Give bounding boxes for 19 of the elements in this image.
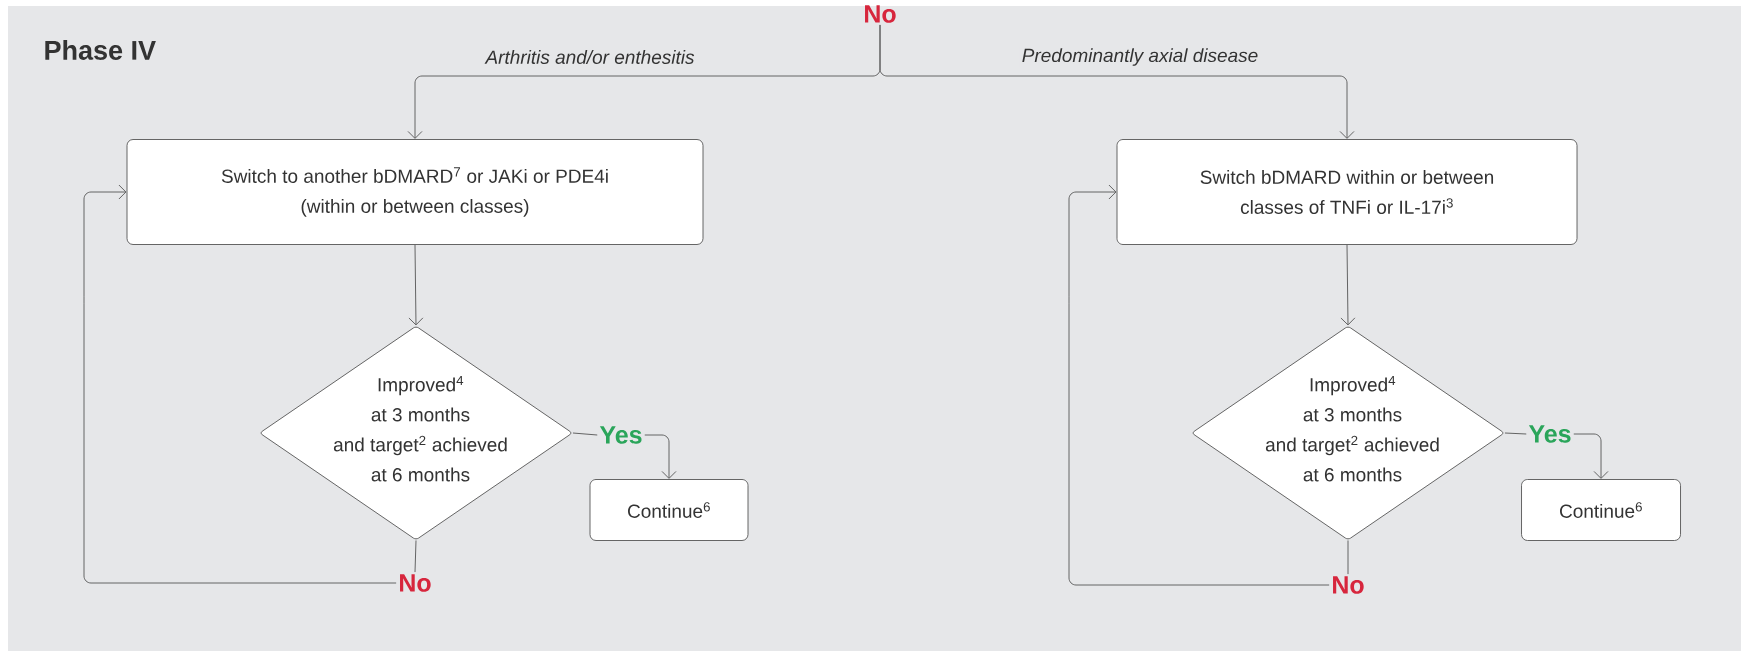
edge-label: Predominantly axial disease xyxy=(1019,46,1261,68)
process-box: Continue$^{6}$ xyxy=(1521,479,1681,541)
no-label: No xyxy=(865,5,896,23)
no-label: No xyxy=(1333,576,1364,594)
process-box: Switch to another bDMARD$^{7}$ or JAKi or PDE4i (within or between classes) xyxy=(126,139,704,245)
no-label: No xyxy=(400,574,431,592)
arrow xyxy=(1573,433,1609,479)
title: Phase IV xyxy=(45,40,156,60)
arrow xyxy=(83,184,397,584)
arrow xyxy=(644,434,677,479)
yes-label: Yes xyxy=(599,426,642,444)
arrow xyxy=(1068,184,1330,586)
edge-label: Arthritis and/or enthesitis xyxy=(483,48,697,66)
process-box: Switch bDMARD within or between classes of TNFi or IL-17i$^{3}$ xyxy=(1116,139,1578,245)
arrow xyxy=(1340,244,1356,326)
process-box: Continue$^{6}$ xyxy=(589,479,749,541)
arrow xyxy=(408,244,424,326)
yes-label: Yes xyxy=(1528,425,1571,443)
arrow xyxy=(879,24,1355,139)
